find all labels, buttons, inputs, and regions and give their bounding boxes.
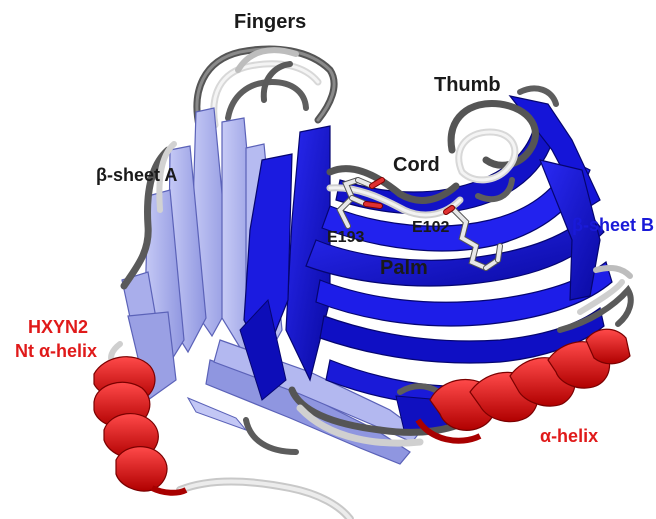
label-beta-sheet-b: β-sheet B	[572, 216, 654, 236]
label-beta-sheet-a: β-sheet A	[96, 166, 177, 186]
label-alpha-helix: α-helix	[540, 427, 598, 447]
label-palm: Palm	[380, 257, 428, 279]
label-e102: E102	[412, 219, 449, 237]
label-nt-helix-line2: Nt α-helix	[15, 342, 97, 362]
label-nt-helix-line1: HXYN2	[28, 318, 88, 338]
label-e193: E193	[327, 229, 364, 247]
label-thumb: Thumb	[434, 74, 501, 96]
label-cord: Cord	[393, 154, 440, 176]
label-fingers: Fingers	[234, 11, 306, 33]
